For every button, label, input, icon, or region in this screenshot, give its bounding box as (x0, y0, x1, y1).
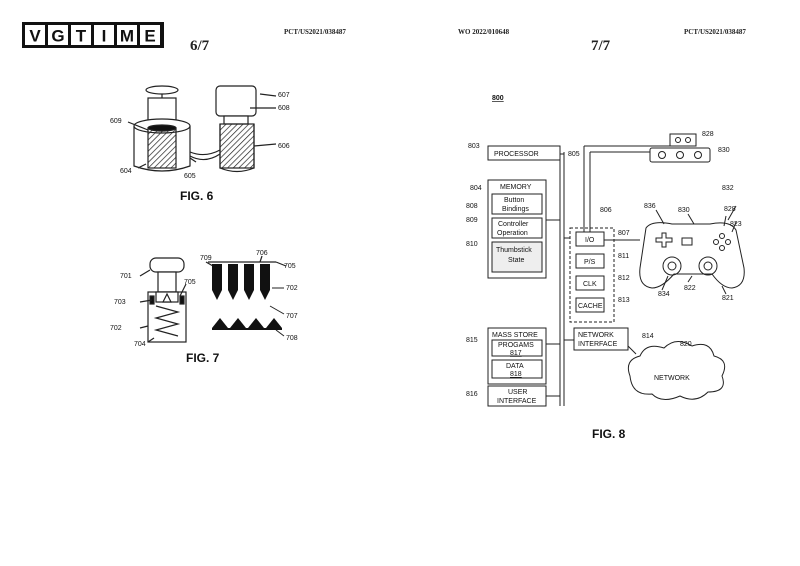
ref-817: 817 (510, 350, 522, 357)
ref-708: 708 (286, 335, 298, 342)
network-interface-label-2: INTERFACE (578, 341, 618, 348)
center-header-wo: WO 2022/010648 (458, 28, 510, 36)
ref-701: 701 (120, 273, 132, 280)
ref-803: 803 (468, 143, 480, 150)
ref-814: 814 (642, 333, 654, 340)
data-label: DATA (506, 363, 524, 370)
ref-828-controller: 828 (724, 206, 736, 213)
ref-609: 609 (110, 118, 122, 125)
button-label: Button (504, 197, 524, 204)
ref-705-left: 705 (184, 279, 196, 286)
ref-702-right: 702 (286, 285, 298, 292)
clk-label: CLK (583, 281, 597, 288)
controller-label: Controller (498, 221, 529, 228)
mass-store-label: MASS STORE (492, 332, 538, 339)
ref-810: 810 (466, 241, 478, 248)
ref-836: 836 (644, 203, 656, 210)
fig8-ref: 800 (492, 95, 504, 102)
ref-705-right: 705 (284, 263, 296, 270)
ref-811: 811 (618, 253, 629, 260)
ref-809: 809 (466, 217, 478, 224)
vgtime-logo-icon: V G T I M E (22, 22, 164, 48)
fig7-drawing: 701 705 703 702 704 709 706 705 702 707 … (110, 250, 298, 348)
ref-818: 818 (510, 371, 522, 378)
ref-813: 813 (618, 297, 630, 304)
processor-label: PROCESSOR (494, 151, 539, 158)
ref-820: 820 (680, 341, 692, 348)
ref-607: 607 (278, 92, 290, 99)
operation-label: Operation (497, 230, 528, 237)
state-label: State (508, 257, 524, 264)
right-header-pct: PCT/US2021/038487 (684, 28, 746, 36)
logo-letter: E (144, 27, 155, 46)
ref-608: 608 (278, 105, 290, 112)
ref-709: 709 (200, 255, 212, 262)
interface-label: INTERFACE (497, 398, 537, 405)
ref-807: 807 (618, 230, 630, 237)
cache-label: CACHE (578, 303, 603, 310)
ref-703: 703 (114, 299, 126, 306)
ref-821: 821 (722, 295, 734, 302)
fig8-caption: FIG. 8 (592, 427, 626, 441)
logo-letter: V (29, 27, 41, 46)
ref-832: 832 (722, 185, 734, 192)
ref-605: 605 (184, 173, 196, 180)
network-cloud-label: NETWORK (654, 375, 690, 382)
ref-808: 808 (466, 203, 478, 210)
ref-706: 706 (256, 250, 268, 257)
ref-707: 707 (286, 313, 298, 320)
ref-823: 823 (730, 221, 742, 228)
fig7-caption: FIG. 7 (186, 351, 220, 365)
ref-812: 812 (618, 275, 630, 282)
bindings-label: Bindings (502, 206, 529, 213)
memory-label: MEMORY (500, 184, 532, 191)
ref-828-top: 828 (702, 131, 714, 138)
ref-805: 805 (568, 151, 580, 158)
ref-822: 822 (684, 285, 696, 292)
ref-604: 604 (120, 168, 132, 175)
left-page-number: 6/7 (190, 38, 210, 54)
logo-letter: T (76, 27, 87, 46)
left-header-pct: PCT/US2021/038487 (284, 28, 346, 36)
ref-806: 806 (600, 207, 612, 214)
ref-815: 815 (466, 337, 478, 344)
ref-704: 704 (134, 341, 146, 348)
ref-834: 834 (658, 291, 670, 298)
right-page-number: 7/7 (591, 38, 611, 54)
ps-label: P/S (584, 259, 596, 266)
ref-830-top: 830 (718, 147, 730, 154)
logo-letter: G (51, 27, 64, 46)
ref-606: 606 (278, 143, 290, 150)
fig6-caption: FIG. 6 (180, 189, 214, 203)
thumbstick-label: Thumbstick (496, 247, 532, 254)
ref-816: 816 (466, 391, 478, 398)
ref-830-controller: 830 (678, 207, 690, 214)
io-label: I/O (585, 237, 595, 244)
user-label: USER (508, 389, 527, 396)
ref-804: 804 (470, 185, 482, 192)
network-interface-label-1: NETWORK (578, 332, 614, 339)
progams-label: PROGAMS (498, 342, 534, 349)
fig6-drawing: 607 608 609 606 604 605 (110, 85, 290, 180)
logo-letter: M (120, 27, 134, 46)
logo-letter: I (102, 27, 107, 46)
ref-702-left: 702 (110, 325, 122, 332)
fig8-diagram: 800 803 PROCESSOR 805 804 MEMORY 808 But… (466, 95, 745, 407)
